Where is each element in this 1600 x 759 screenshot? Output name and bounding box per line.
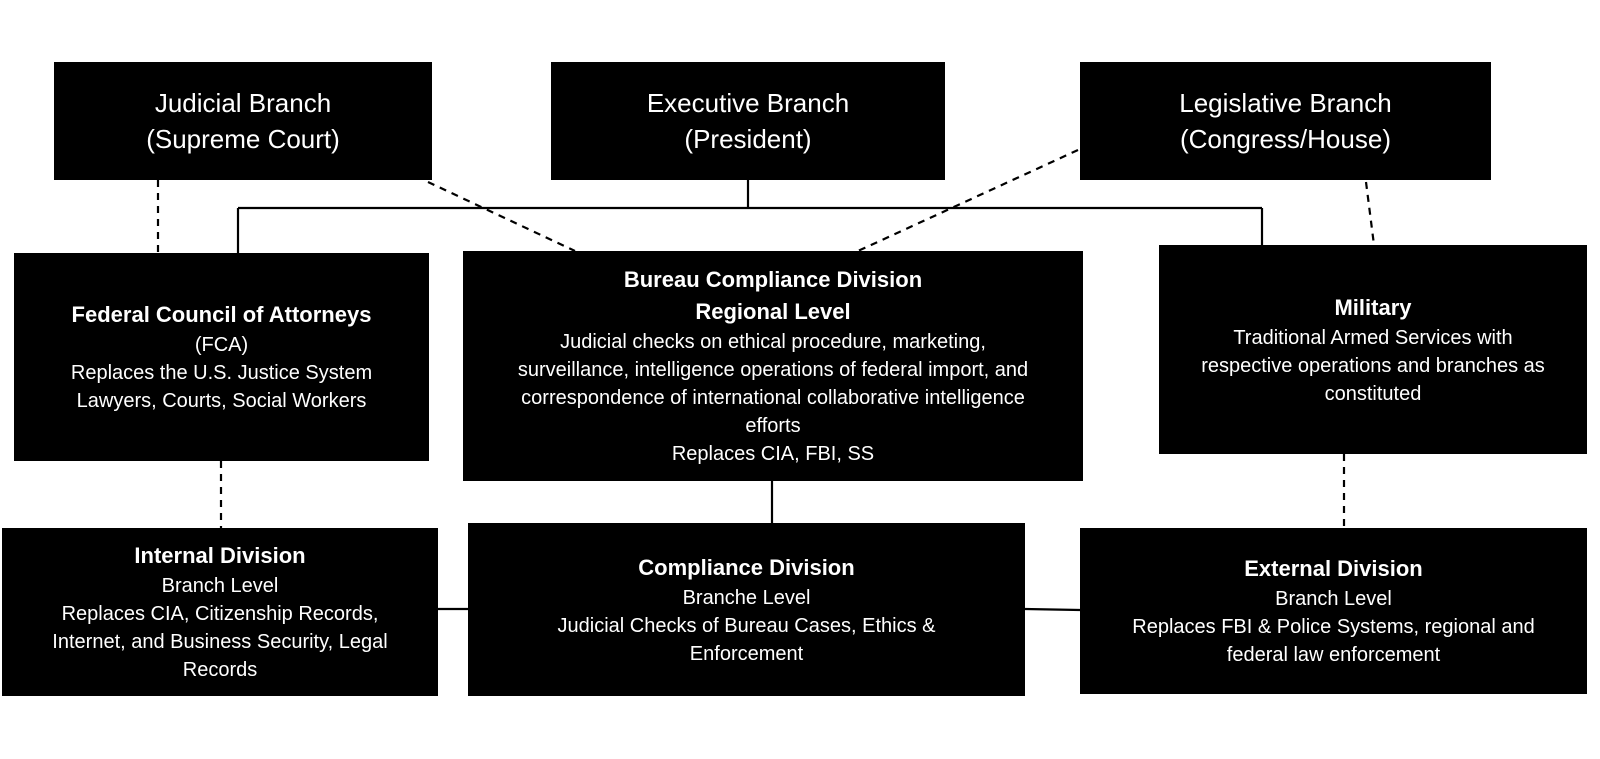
edge-judicial-bureau xyxy=(427,181,576,252)
bureau-line-4: efforts xyxy=(745,415,801,437)
bureau-line-1: Judicial checks on ethical procedure, ma… xyxy=(560,331,986,353)
bureau-title-2: Regional Level xyxy=(695,299,851,324)
edge-legislative-bureau xyxy=(857,149,1079,252)
bureau-line-5: Replaces CIA, FBI, SS xyxy=(671,443,875,465)
executive-branch-node: Executive Branch (President) xyxy=(551,62,945,180)
compliance-line-1: Branche Level xyxy=(682,586,811,609)
legislative-line-1: Legislative Branch xyxy=(1179,88,1392,118)
external-line-2: Replaces FBI & Police Systems, regional … xyxy=(1132,616,1535,638)
executive-line-2: (President) xyxy=(684,124,812,154)
executive-line-1: Executive Branch xyxy=(646,88,850,118)
legislative-branch-node: Legislative Branch (Congress/House) xyxy=(1080,62,1491,180)
legislative-line-2: (Congress/House) xyxy=(1180,124,1391,154)
military-line-3: constituted xyxy=(1324,382,1422,405)
edge-compliance-external xyxy=(1024,607,1081,612)
military-title: Military xyxy=(1334,294,1412,320)
fca-node: Federal Council of Attorneys (FCA) Repla… xyxy=(14,253,429,461)
external-line-1: Branch Level xyxy=(1275,588,1392,610)
internal-line-1: Branch Level xyxy=(161,575,279,597)
judicial-line-1: Judicial Branch xyxy=(154,88,332,118)
compliance-division-node: Compliance Division Branche Level Judici… xyxy=(468,523,1025,696)
fca-line-2: Replaces the U.S. Justice System xyxy=(70,362,373,384)
compliance-line-2: Judicial Checks of Bureau Cases, Ethics … xyxy=(557,614,936,637)
judicial-branch-node: Judicial Branch (Supreme Court) xyxy=(54,62,432,180)
bureau-compliance-node: Bureau Compliance Division Regional Leve… xyxy=(463,251,1083,481)
compliance-line-3: Enforcement xyxy=(689,642,804,665)
internal-line-3: Internet, and Business Security, Legal xyxy=(52,631,388,653)
internal-line-4: Records xyxy=(182,659,258,681)
compliance-title: Compliance Division xyxy=(638,554,855,580)
military-line-2: respective operations and branches as xyxy=(1201,354,1545,377)
edge-legislative-military xyxy=(1364,181,1376,246)
internal-line-2: Replaces CIA, Citizenship Records, xyxy=(61,603,379,625)
external-division-node: External Division Branch Level Replaces … xyxy=(1080,528,1587,694)
internal-title: Internal Division xyxy=(134,543,306,568)
judicial-line-2: (Supreme Court) xyxy=(146,124,340,154)
fca-line-1: (FCA) xyxy=(194,334,249,356)
military-line-1: Traditional Armed Services with xyxy=(1233,326,1513,349)
military-node: Military Traditional Armed Services with… xyxy=(1159,245,1587,454)
external-line-3: federal law enforcement xyxy=(1226,644,1441,666)
external-title: External Division xyxy=(1244,556,1423,581)
fca-line-3: Lawyers, Courts, Social Workers xyxy=(76,390,367,412)
fca-title: Federal Council of Attorneys xyxy=(71,302,372,327)
bureau-line-3: correspondence of international collabor… xyxy=(521,387,1025,409)
internal-division-node: Internal Division Branch Level Replaces … xyxy=(2,528,438,696)
bureau-title: Bureau Compliance Division xyxy=(623,267,923,292)
bureau-line-2: surveillance, intelligence operations of… xyxy=(517,359,1029,381)
